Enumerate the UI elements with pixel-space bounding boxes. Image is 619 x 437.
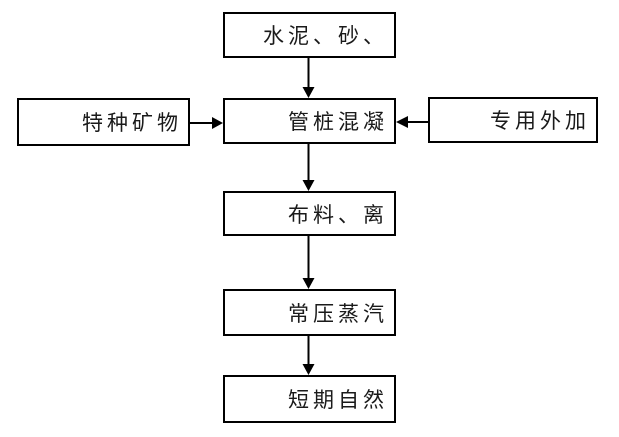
arrow-steam-to-natural-icon [302, 336, 315, 375]
flow-node-distribution-label: 布料、离 [288, 202, 388, 227]
flow-node-distribution: 布料、离 [223, 191, 396, 236]
arrow-concrete-to-distribution-icon [302, 144, 315, 191]
arrow-cement-to-concrete-icon [302, 58, 315, 98]
flow-node-steam-curing: 常压蒸汽 [223, 289, 396, 336]
arrow-admixture-to-concrete-icon [396, 116, 428, 128]
arrow-distribution-to-steam-icon [302, 236, 315, 289]
flow-node-special-minerals: 特种矿物 [17, 98, 190, 146]
arrow-minerals-to-concrete-icon [190, 117, 223, 129]
flow-node-special-admixture-label: 专用外加 [490, 109, 590, 133]
flow-node-pipe-pile-concrete-label: 管桩混凝 [288, 110, 388, 134]
flow-node-cement-sand-label: 水泥、砂、 [263, 24, 388, 48]
flow-node-cement-sand: 水泥、砂、 [223, 12, 396, 58]
flow-node-special-minerals-label: 特种矿物 [82, 111, 182, 135]
flow-node-special-admixture: 专用外加 [428, 97, 598, 143]
flow-node-pipe-pile-concrete: 管桩混凝 [223, 98, 396, 144]
flow-node-natural-curing: 短期自然 [223, 375, 396, 423]
flow-node-natural-curing-label: 短期自然 [288, 388, 388, 412]
flow-node-steam-curing-label: 常压蒸汽 [288, 301, 388, 326]
